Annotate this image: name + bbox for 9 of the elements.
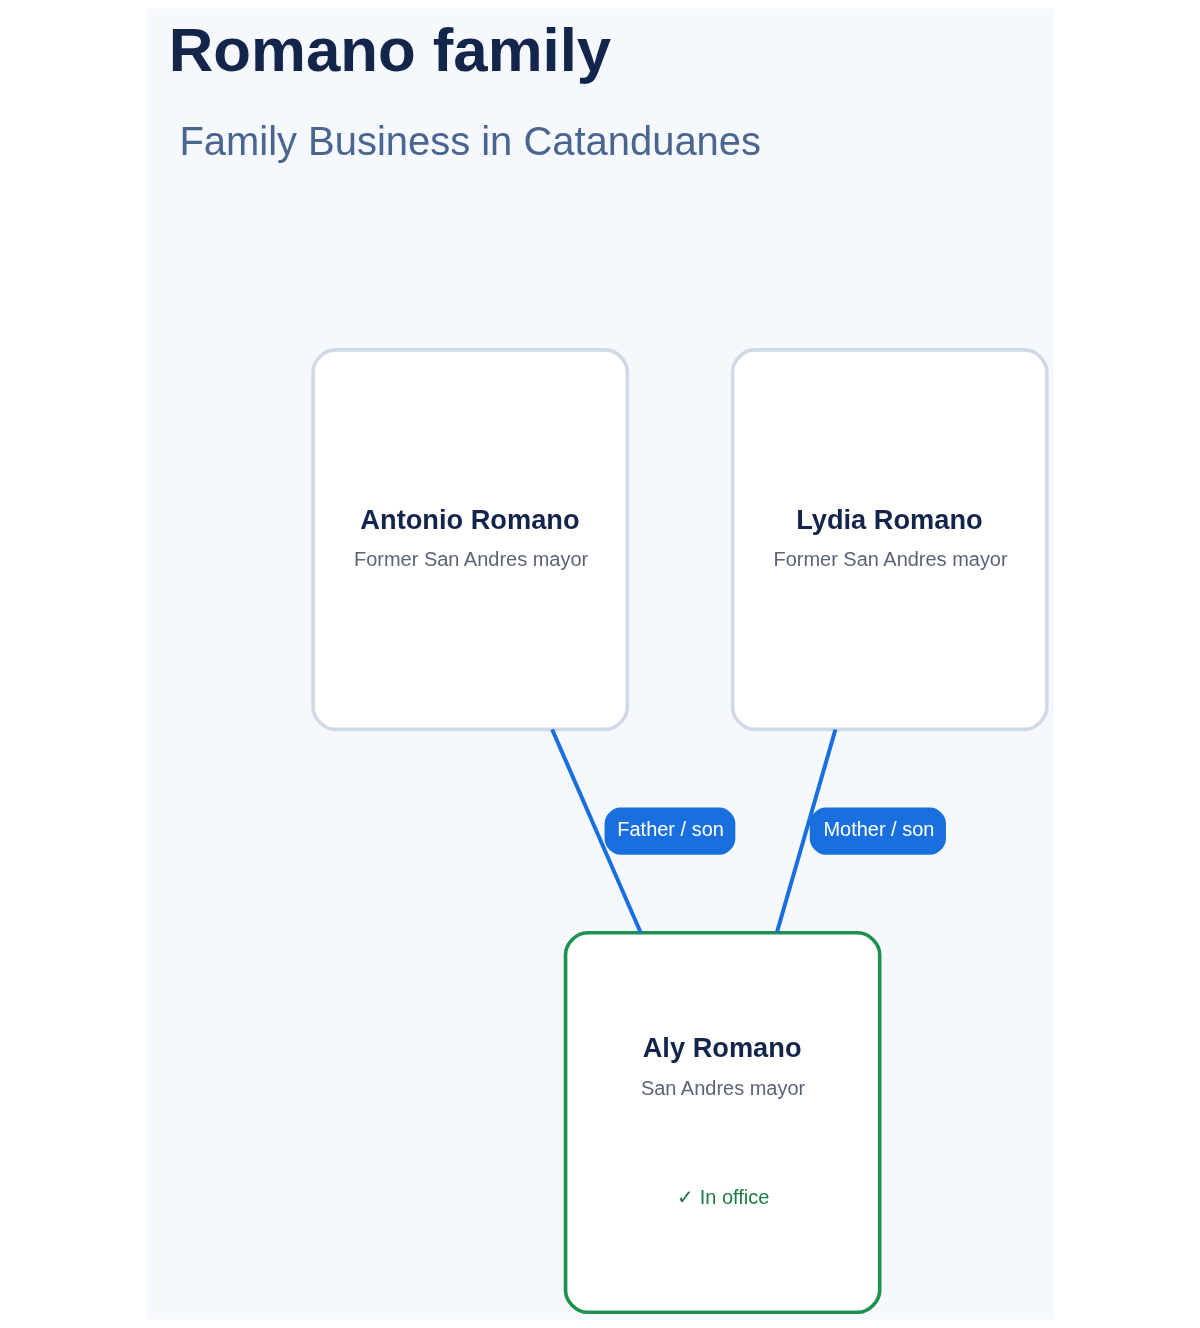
connector: [774, 728, 837, 934]
node-box: Antonio Romano Former San Andres mayor: [310, 348, 629, 732]
node-box: Aly Romano San Andres mayor ✓ In office: [563, 930, 881, 1315]
edge-label: Father / son: [616, 818, 724, 841]
connector: [549, 728, 642, 934]
diagram-title: Romano family: [168, 14, 611, 84]
edge-label: Mother / son: [822, 818, 934, 841]
label: Family Business in Catanduanes: [178, 118, 761, 163]
node-box: Lydia Romano Former San Andres mayor: [730, 348, 1049, 732]
